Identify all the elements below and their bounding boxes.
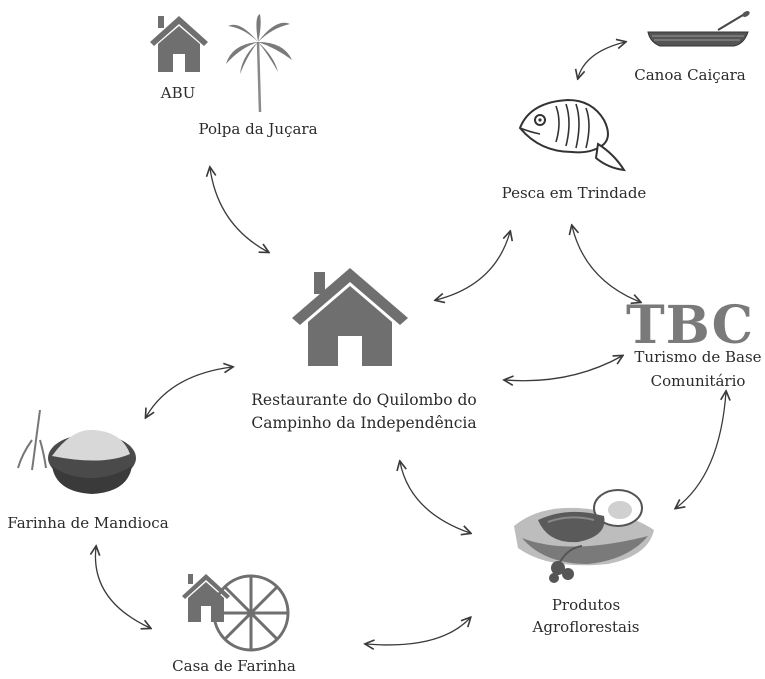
fish-icon [518,98,626,172]
label-canoa: Canoa Caiçara [634,66,746,84]
label-farinha-mandioca: Farinha de Mandioca [7,514,169,532]
flour-bowl-icon [17,410,136,494]
label-pesca: Pesca em Trindade [501,184,647,202]
arrow-pesca-tbc [572,226,640,302]
arrow-tbc-produtos [676,392,726,508]
tbc-logo: TBC [626,295,754,356]
arrow-canoa-pesca [578,42,625,78]
arrow-restaurant-farinha [146,367,232,417]
label-abu: ABU [160,84,196,102]
label-casa-farinha: Casa de Farinha [172,657,296,675]
arrow-jucara-restaurant [210,168,268,252]
arrow-pesca-restaurant [436,232,510,300]
produce-icon [514,489,654,583]
label-restaurant-line2: Campinho da Independência [251,414,477,432]
house-icon [150,16,208,72]
label-produtos-line2: Agroflorestais [532,618,640,636]
wheel-icon [212,574,290,652]
label-tbc-line1: Turismo de Base [634,348,762,366]
house-icon [292,268,408,366]
canoe-icon [647,11,750,47]
arrow-casa-produtos [366,618,470,645]
arrow-farinha-casa [95,547,150,628]
label-tbc-line2: Comunitário [650,372,746,390]
label-restaurant-line1: Restaurante do Quilombo do [251,391,477,409]
arrow-restaurant-produtos [400,462,470,533]
arrow-restaurant-tbc [505,356,622,381]
label-jucara: Polpa da Juçara [198,120,318,138]
palm-tree-icon [226,14,292,113]
label-produtos-line1: Produtos [551,596,621,614]
